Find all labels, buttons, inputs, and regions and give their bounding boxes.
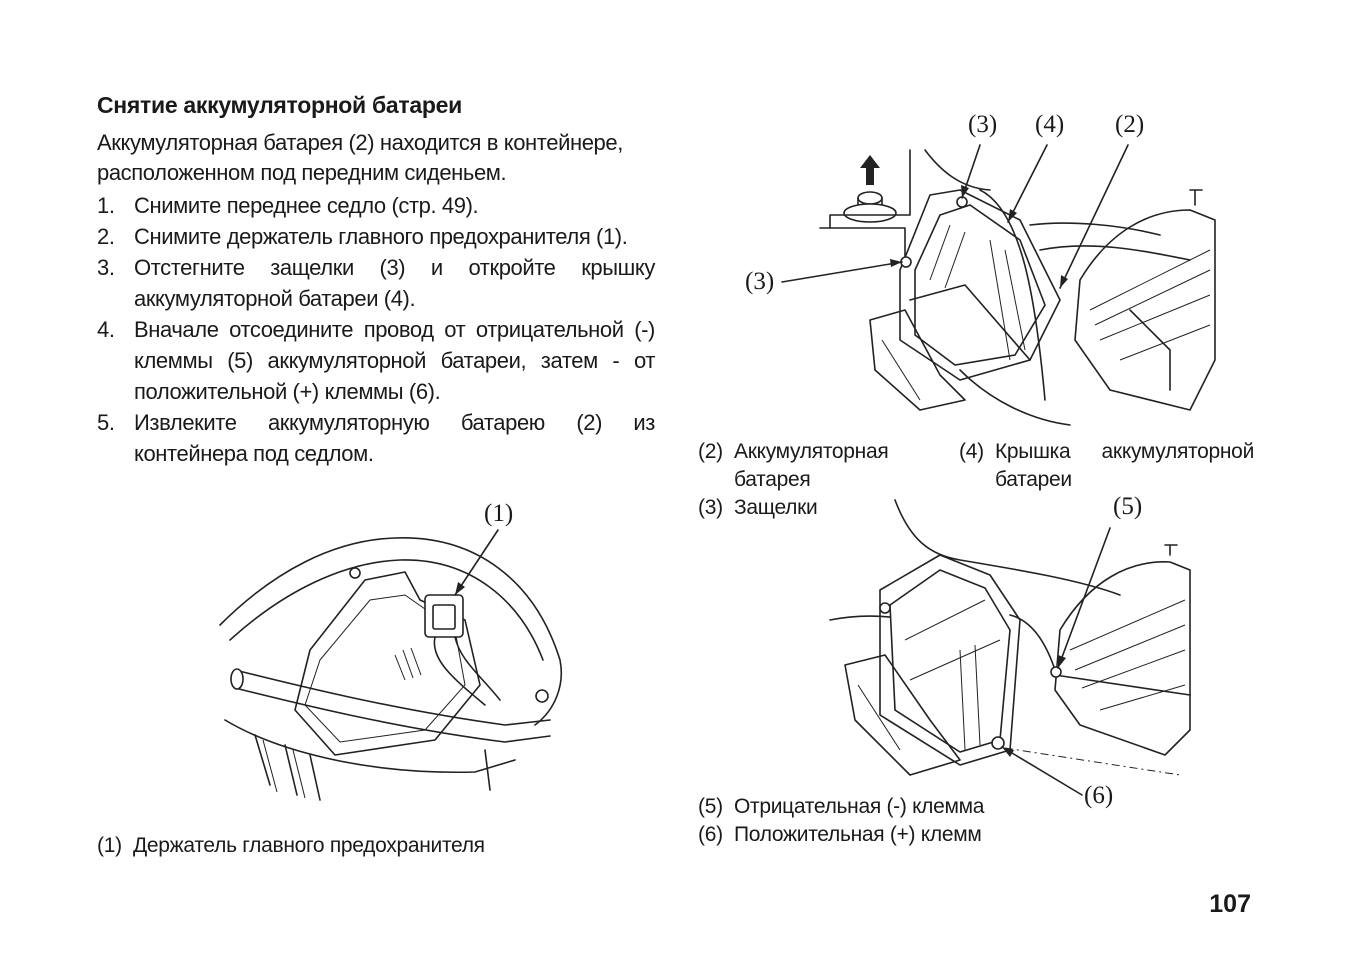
caption-text: Защелки: [734, 496, 818, 519]
caption-number: (3): [698, 496, 723, 519]
step-text: Отстегните защелки (3) и откройте крышку…: [134, 255, 655, 311]
fuse-holder-illustration: [219, 529, 562, 801]
caption-text: Отрицательная (-) клемма: [734, 795, 985, 818]
callout-label-3-left: (3): [745, 268, 775, 295]
section-title: Снятие аккумуляторной батареи: [97, 92, 462, 118]
battery-caption-left: (2) Аккумуляторная батарея (3) Защелки: [698, 438, 938, 522]
step-text: Вначале отсоедините провод от отрицатель…: [134, 317, 655, 404]
caption-number: (1): [97, 834, 122, 857]
caption-number: (6): [698, 823, 723, 846]
battery-caption-right: (4) Крышка аккумуляторной батареи: [959, 438, 1254, 494]
fuse-caption: (1) Держатель главного предохранителя: [97, 832, 485, 860]
step-number: 4.: [97, 317, 115, 342]
callout-label-3-top: (3): [968, 111, 998, 138]
battery-compartment-illustration: [781, 144, 1216, 426]
caption-number: (4): [959, 440, 984, 463]
caption-text: Положительная (+) клемм: [734, 823, 982, 846]
battery-terminals-illustration: [829, 499, 1191, 796]
step-item: 3. Отстегните защелки (3) и откройте кры…: [97, 252, 655, 314]
caption-text: Держатель главного предохранителя: [133, 834, 485, 857]
caption-text: Крышка аккумуляторной батареи: [995, 440, 1254, 491]
step-item: 5. Извлеките аккумуляторную батарею (2) …: [97, 407, 655, 469]
step-text: Извлеките аккумуляторную батарею (2) из …: [134, 410, 655, 466]
terminals-caption: (5) Отрицательная (-) клемма (6) Положит…: [698, 793, 984, 849]
intro-paragraph: Аккумуляторная батарея (2) находится в к…: [97, 128, 657, 188]
step-text: Снимите держатель главного предохранител…: [134, 224, 628, 249]
page-number: 107: [1209, 890, 1251, 918]
step-number: 1.: [97, 193, 115, 218]
caption-number: (2): [698, 440, 723, 463]
step-number: 5.: [97, 410, 115, 435]
intro-line: Аккумуляторная батарея (2) находится в к…: [97, 130, 623, 155]
step-number: 3.: [97, 255, 115, 280]
intro-line: расположенном под передним сиденьем.: [97, 160, 507, 185]
step-item: 2. Снимите держатель главного предохрани…: [97, 221, 655, 252]
callout-label-1: (1): [484, 500, 514, 527]
callout-label-6: (6): [1084, 782, 1114, 809]
callout-label-4: (4): [1035, 111, 1065, 138]
callout-label-2: (2): [1115, 111, 1145, 138]
step-item: 4. Вначале отсоедините провод от отрицат…: [97, 314, 655, 407]
step-text: Снимите переднее седло (стр. 49).: [134, 193, 479, 218]
caption-number: (5): [698, 795, 723, 818]
callout-label-5: (5): [1113, 493, 1143, 520]
step-number: 2.: [97, 224, 115, 249]
steps-list: 1. Снимите переднее седло (стр. 49). 2. …: [97, 190, 655, 469]
step-item: 1. Снимите переднее седло (стр. 49).: [97, 190, 655, 221]
caption-text: Аккумуляторная батарея: [734, 440, 889, 491]
